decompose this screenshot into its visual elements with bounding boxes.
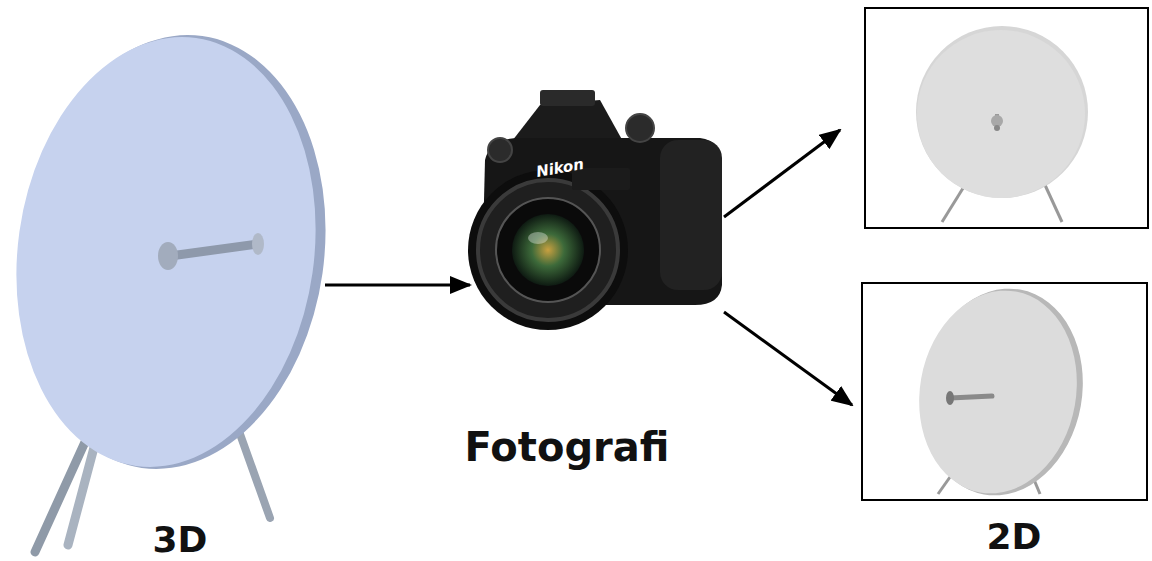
arrow <box>325 284 470 287</box>
dimension-label: 2D <box>987 519 1042 555</box>
caption-label: Fotografi <box>465 427 670 467</box>
photo-perspective <box>862 276 1147 509</box>
dish-3d <box>0 15 353 552</box>
arrow <box>724 130 840 217</box>
camera <box>468 90 722 330</box>
photo-front <box>865 8 1148 228</box>
dimension-label: 3D <box>153 522 208 558</box>
arrow <box>724 312 852 405</box>
